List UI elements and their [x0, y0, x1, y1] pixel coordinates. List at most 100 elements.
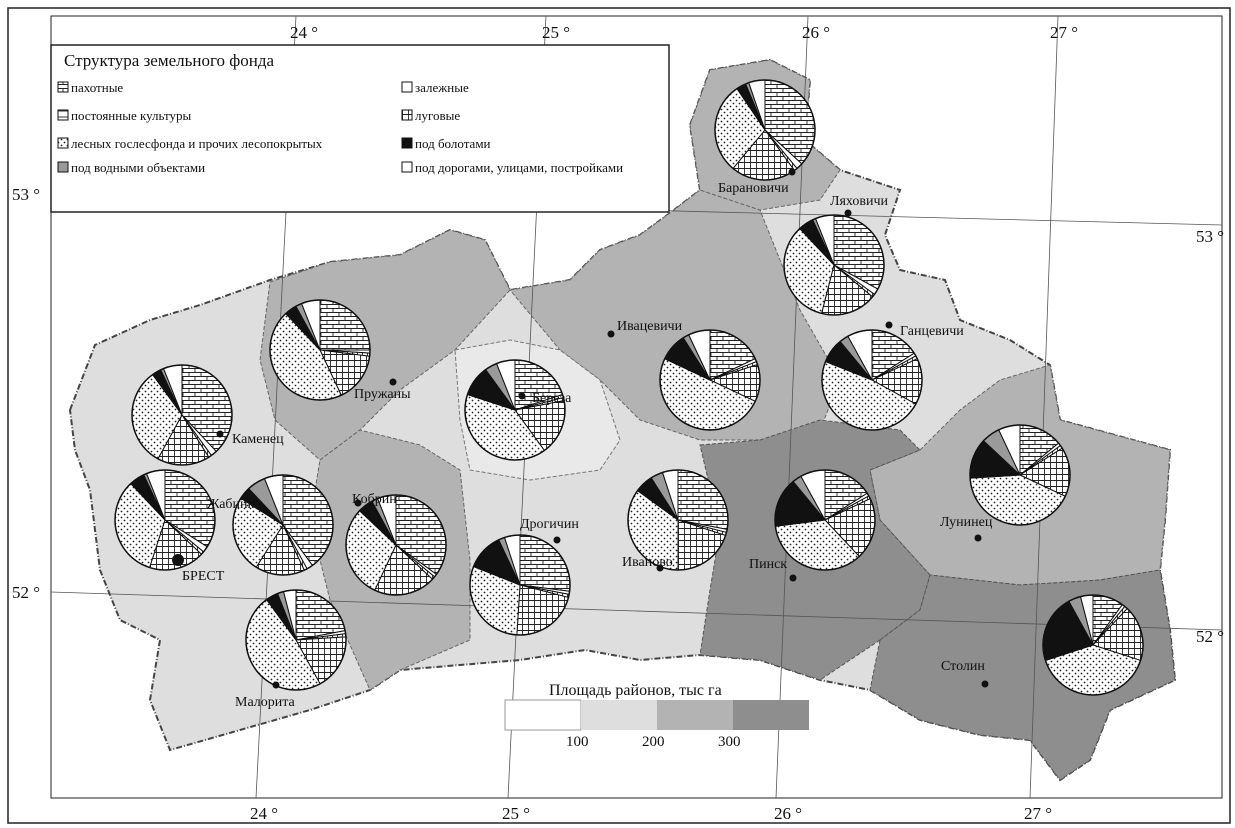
- degree-bottom-3: 27 °: [1024, 804, 1052, 823]
- city-label-10: Дрогичин: [520, 517, 579, 532]
- pie-6: [131, 364, 233, 466]
- pie-3: [659, 329, 761, 431]
- map-inner-frame: [50, 15, 1223, 799]
- city-dot-7: [253, 499, 261, 507]
- city-label-0: Барановичи: [718, 181, 789, 196]
- legend-label-water: под водными объектами: [71, 160, 205, 175]
- city-dot-5: [518, 392, 526, 400]
- scale-tick-1: 200: [642, 734, 665, 750]
- city-label-2: Ганцевичи: [900, 324, 964, 339]
- legend-label-permanent: постоянные культуры: [71, 108, 191, 123]
- degree-labels: 24 °25 °26 °27 °24 °25 °26 °27 °53 °52 °…: [12, 23, 1224, 823]
- city-label-7: Жабинка: [207, 497, 261, 512]
- city-dot-11: [656, 564, 664, 572]
- legend-swatch-forest: [57, 137, 69, 149]
- legend-swatch-water: [57, 161, 69, 173]
- degree-top-0: 24 °: [290, 23, 318, 42]
- degree-right-1: 52 °: [1196, 627, 1224, 646]
- legend-swatch-swamp: [401, 137, 413, 149]
- pie-7-rim: [232, 474, 334, 576]
- pie-12-rim: [774, 469, 876, 571]
- city-label-4: Пружаны: [354, 387, 411, 402]
- city-label-6: Каменец: [232, 432, 284, 447]
- legend-label-arable: пахотные: [71, 80, 123, 95]
- degree-left-0: 53 °: [12, 185, 40, 204]
- scale-tick-2: 300: [718, 734, 741, 750]
- scale-box-2: [657, 700, 733, 730]
- pie-5-rim: [464, 359, 566, 461]
- pie-8-rim: [345, 494, 447, 596]
- pie-12: [774, 469, 876, 571]
- scale-box-0: [504, 699, 582, 731]
- city-dot-10: [553, 536, 561, 544]
- scale-box-1: [581, 700, 657, 730]
- city-dot-0: [788, 168, 796, 176]
- legend-panel: Структура земельного фонда пахотные залеж…: [50, 44, 670, 213]
- degree-bottom-0: 24 °: [250, 804, 278, 823]
- pie-10-rim: [469, 534, 571, 636]
- pie-charts: [114, 79, 1144, 696]
- legend-label-fallow: залежные: [415, 80, 469, 95]
- pie-0-rim: [714, 79, 816, 181]
- legend-swatch-roads: [401, 161, 413, 173]
- city-label-5: Береза: [532, 391, 572, 406]
- city-dot-1: [844, 209, 852, 217]
- city-dot-3: [607, 330, 615, 338]
- pie-11: [627, 469, 729, 571]
- city-dot-12: [789, 574, 797, 582]
- city-label-15: Малорита: [235, 695, 296, 710]
- city-dot-15: [272, 681, 280, 689]
- legend-label-roads: под дорогами, улицами, постройками: [415, 160, 623, 175]
- scale-boxes: [504, 699, 809, 731]
- city-dot-8: [354, 499, 362, 507]
- legend-items: пахотные залежные постоянные культуры лугов…: [57, 80, 623, 175]
- city-dot-2: [885, 321, 893, 329]
- degree-bottom-1: 25 °: [502, 804, 530, 823]
- pie-5: [464, 359, 566, 461]
- scale-title: Площадь районов, тыс га: [549, 682, 722, 699]
- city-label-3: Ивацевичи: [617, 319, 683, 334]
- pie-4-rim: [269, 299, 371, 401]
- pie-2-rim: [821, 329, 923, 431]
- pie-15: [245, 589, 347, 691]
- pie-2: [821, 329, 923, 431]
- degree-right-0: 53 °: [1196, 227, 1224, 246]
- pie-9: [114, 469, 216, 571]
- pie-13: [969, 424, 1071, 526]
- degree-left-1: 52 °: [12, 583, 40, 602]
- city-dot-4: [389, 378, 397, 386]
- pie-3-rim: [659, 329, 761, 431]
- scale-ticks: 100 200 300: [566, 734, 741, 750]
- legend-label-swamp: под болотами: [415, 136, 491, 151]
- legend-box: [50, 44, 670, 213]
- pie-13-rim: [969, 424, 1071, 526]
- legend-label-meadow: луговые: [415, 108, 460, 123]
- city-labels: БарановичиЛяховичиГанцевичиИвацевичиПруж…: [172, 168, 993, 710]
- degree-top-3: 27 °: [1050, 23, 1078, 42]
- city-dot-13: [974, 534, 982, 542]
- city-label-11: Иваново: [622, 555, 673, 570]
- city-label-8: Кобрин: [352, 492, 397, 507]
- city-label-9: БРЕСТ: [182, 569, 225, 584]
- pie-4: [269, 299, 371, 401]
- pie-6-rim: [131, 364, 233, 466]
- pie-7: [232, 474, 334, 576]
- pie-0: [714, 79, 816, 181]
- city-label-12: Пинск: [749, 557, 787, 572]
- legend-label-forest: лесных гослесфонда и прочих лесопокрытых: [71, 136, 323, 151]
- legend-swatch-arable: [57, 81, 69, 93]
- legend-title: Структура земельного фонда: [64, 51, 275, 70]
- degree-top-1: 25 °: [542, 23, 570, 42]
- legend-swatch-permanent: [57, 109, 69, 121]
- city-label-14: Столин: [941, 659, 985, 674]
- pie-1-rim: [783, 214, 885, 316]
- pie-11-rim: [627, 469, 729, 571]
- pie-14: [1042, 594, 1144, 696]
- city-label-13: Лунинец: [940, 515, 993, 530]
- pie-9-rim: [114, 469, 216, 571]
- city-dot-9: [172, 554, 184, 566]
- area-scale: Площадь районов, тыс га 100 200 300: [504, 682, 809, 750]
- pie-8: [345, 494, 447, 596]
- scale-tick-0: 100: [566, 734, 589, 750]
